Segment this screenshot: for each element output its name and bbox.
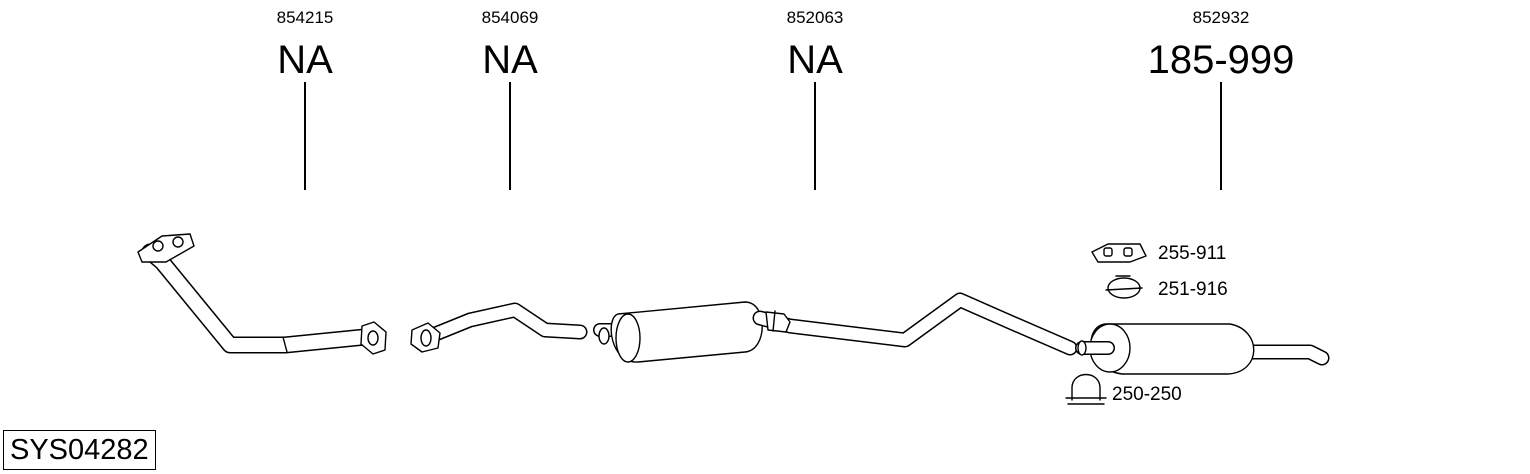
part-code-center-silencer[interactable]: NA (787, 38, 843, 82)
leader-line-center-silencer (814, 82, 816, 190)
part-number-rear-silencer[interactable]: 852932 (1192, 8, 1250, 27)
part-code-front-pipe[interactable]: NA (277, 38, 333, 82)
part-number-center-silencer[interactable]: 852063 (786, 8, 844, 27)
part-number-front-pipe[interactable]: 854215 (276, 8, 334, 27)
rubber-hanger-icon (1091, 243, 1147, 263)
leader-line-front-pipe (304, 82, 306, 190)
accessory-label-pipe-clamp[interactable]: 251-916 (1158, 279, 1228, 300)
pipe-clamp-icon (1105, 275, 1143, 299)
accessory-label-hanger[interactable]: 255-911 (1158, 243, 1227, 264)
front-pipe-drawing (137, 233, 387, 355)
part-code-intermediate-pipe[interactable]: NA (482, 38, 538, 82)
rear-silencer-drawing (1075, 323, 1330, 375)
part-code-rear-silencer[interactable]: 185-999 (1147, 38, 1295, 82)
system-id-label: SYS04282 (3, 430, 156, 470)
accessory-label-u-bolt-clamp[interactable]: 250-250 (1112, 384, 1182, 405)
center-silencer-drawing (593, 292, 1078, 363)
leader-line-rear-silencer (1220, 82, 1222, 190)
intermediate-pipe-drawing (410, 302, 588, 353)
leader-line-intermediate-pipe (509, 82, 511, 190)
u-bolt-clamp-icon (1065, 373, 1107, 405)
part-number-intermediate-pipe[interactable]: 854069 (481, 8, 539, 27)
